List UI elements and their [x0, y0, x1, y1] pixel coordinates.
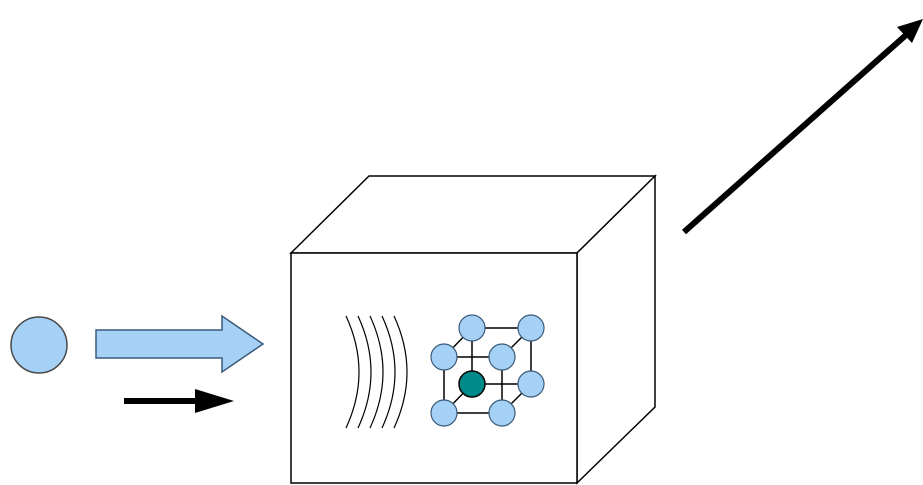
wavefronts [345, 315, 408, 429]
wavefront-arc [345, 315, 360, 429]
wavefront-arc [393, 315, 408, 429]
wavefront-arc [369, 315, 384, 429]
lattice-atoms [430, 314, 545, 427]
lattice-atom [517, 370, 545, 398]
scattered-direction-arrow [682, 19, 923, 235]
lattice-atom [517, 314, 545, 342]
lattice-atom [430, 399, 458, 427]
incident-direction-arrow [124, 389, 234, 413]
cube-front-face [290, 252, 578, 484]
wavefront-arc [357, 315, 372, 429]
lattice-atom [488, 399, 516, 427]
incident-beam-arrow [95, 314, 265, 374]
center-atom [458, 370, 486, 398]
wavefront-arc [381, 315, 396, 429]
lattice-atom [488, 343, 516, 371]
lattice-atom [430, 343, 458, 371]
lattice-atom [458, 314, 486, 342]
crystal-lattice [430, 314, 545, 427]
incident-particle [10, 316, 68, 374]
